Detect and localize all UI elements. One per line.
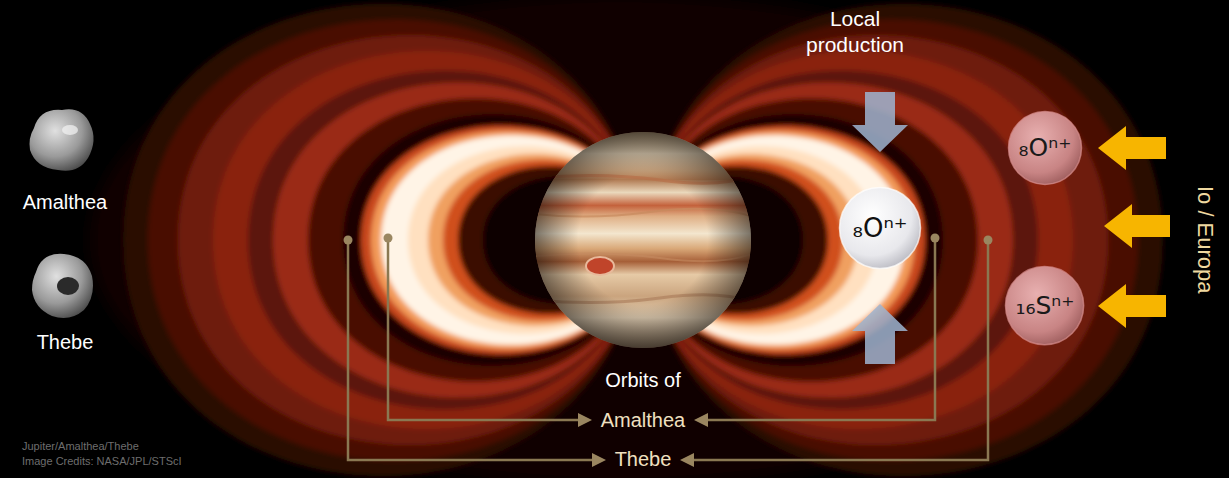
- orbit-leaders: [348, 238, 988, 460]
- moon-name-box: Amalthea: [23, 190, 108, 215]
- thebe-crater: [57, 277, 79, 295]
- orbit-markers: [344, 234, 993, 468]
- radiation-belts: [123, 4, 1163, 477]
- arrowhead: [694, 413, 708, 427]
- jupiter-shading: [535, 132, 751, 348]
- image-credit: Jupiter/Amalthea/Thebe: [22, 440, 139, 452]
- ion-label: ₁₆Sⁿ⁺: [1015, 292, 1074, 320]
- circle-shape: [840, 188, 921, 269]
- amalthea-moon: [30, 109, 94, 171]
- moon-name-box: Thebe: [37, 330, 94, 355]
- belt-halo: [90, 0, 1150, 478]
- orbit-name: Amalthea: [601, 409, 686, 431]
- ion-inflow-arrow: [1098, 126, 1166, 170]
- source-label-box: Io / Europa: [1191, 186, 1219, 294]
- local-production-arrow: [852, 304, 908, 364]
- orbit-name-box: Thebe: [615, 447, 672, 472]
- orbit-heading-box: Orbits of: [605, 368, 681, 393]
- orbit-heading: Orbits of: [605, 369, 681, 391]
- jupiter-bands: [535, 132, 751, 348]
- orbit-leader-line: [706, 238, 935, 420]
- arrowhead: [592, 453, 606, 467]
- orbit-dot: [344, 236, 353, 245]
- orbit-dot: [984, 236, 993, 245]
- moon-name: Thebe: [37, 331, 94, 353]
- process-label: Local production: [806, 7, 904, 56]
- circle-shape: [1009, 112, 1082, 185]
- oxygen-ion-circle: ₈Oⁿ⁺: [838, 186, 922, 270]
- ion-label: ₈Oⁿ⁺: [1019, 134, 1072, 162]
- image-credit: Image Credits: NASA/JPL/STScI: [22, 455, 182, 467]
- sulfur-ion-circle: ₁₆Sⁿ⁺: [1004, 265, 1085, 346]
- image-credit-box: Jupiter/Amalthea/Thebe: [22, 440, 139, 454]
- orbit-name: Thebe: [615, 448, 672, 470]
- orbit-leader-line: [388, 238, 580, 420]
- ion-inflow-arrow: [1098, 284, 1166, 328]
- jupiter-planet: [535, 132, 751, 348]
- process-label-box: Local production: [790, 6, 920, 59]
- local-production-arrow: [852, 92, 908, 152]
- orbit-dot: [384, 234, 393, 243]
- ion-label: ₈Oⁿ⁺: [853, 214, 908, 243]
- orbit-leader-line: [348, 240, 594, 460]
- arrowhead: [680, 453, 694, 467]
- arrowhead: [578, 413, 592, 427]
- ion-inflow-arrow: [1104, 204, 1170, 248]
- image-credit-box: Image Credits: NASA/JPL/STScI: [22, 455, 182, 469]
- thebe-moon: [32, 254, 93, 318]
- circle-shape: [1006, 267, 1084, 345]
- source-label: Io / Europa: [1193, 186, 1218, 294]
- moon-highlight: [62, 125, 78, 135]
- oxygen-ion-circle: ₈Oⁿ⁺: [1007, 110, 1083, 186]
- orbit-name-box: Amalthea: [601, 408, 686, 433]
- moon-name: Amalthea: [23, 191, 108, 213]
- orbit-leader-line: [692, 240, 988, 460]
- orbit-dot: [931, 234, 940, 243]
